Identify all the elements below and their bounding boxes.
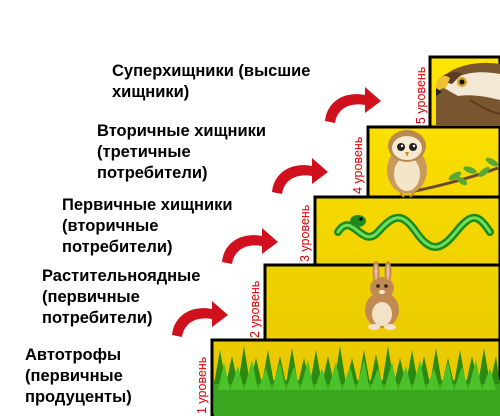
- level-label-5: 5 уровень: [414, 67, 428, 124]
- level-label-1: 1 уровень: [195, 357, 209, 414]
- arrow-icon: [272, 158, 328, 194]
- step-dividers: [265, 125, 500, 342]
- owl-icon: [387, 130, 499, 198]
- level-label-3: 3 уровень: [298, 205, 312, 262]
- trophic-title-4: Вторичные хищники (третичные потребители…: [97, 122, 267, 182]
- trophic-title-3: Первичные хищники (вторичные потребители…: [62, 196, 233, 256]
- arrow-icon: [325, 87, 381, 123]
- trophic-title-1: Автотрофы (первичные продуценты): [25, 346, 132, 406]
- rabbit-icon: [365, 261, 399, 330]
- arrow-icon: [172, 301, 228, 337]
- grass-icon: [214, 346, 500, 416]
- level-label-2: 2 уровень: [248, 281, 262, 338]
- level-label-4: 4 уровень: [351, 137, 365, 194]
- arrows: [172, 87, 381, 337]
- trophic-title-2: Растительноядные (первичные потребители): [42, 267, 201, 327]
- snake-icon: [334, 213, 494, 251]
- arrow-icon: [222, 228, 278, 264]
- eagle-icon: [436, 62, 500, 126]
- trophic-title-5: Суперхищники (высшие хищники): [112, 62, 311, 101]
